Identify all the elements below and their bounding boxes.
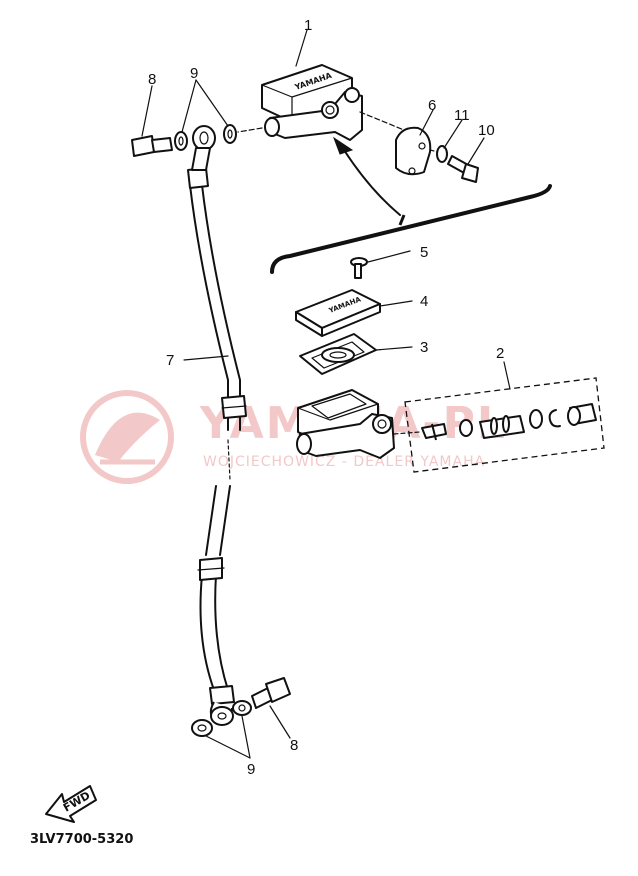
banjo-fitting-top[interactable] [191, 125, 216, 171]
diagram-part-code: 3LV7700-5320 [30, 832, 133, 847]
reservoir-cap-part-4[interactable]: YAMAHA [295, 289, 381, 337]
callout-9-bottom: 9 [247, 761, 255, 778]
banjo-fitting-bottom[interactable] [210, 706, 234, 726]
callout-6: 6 [428, 97, 436, 114]
piston-kit-part-2[interactable] [404, 377, 605, 473]
callout-9-top: 9 [190, 65, 198, 82]
union-bolt-top-part-8[interactable] [131, 135, 173, 157]
washer-part-11[interactable] [436, 145, 448, 163]
leader-lines [141, 29, 485, 759]
callout-8-bottom: 8 [290, 737, 298, 754]
master-cylinder-holder[interactable] [395, 126, 432, 176]
callout-3: 3 [420, 339, 428, 356]
callout-8-top: 8 [148, 71, 156, 88]
callout-7: 7 [166, 352, 174, 369]
copper-washer-top-a[interactable] [174, 131, 188, 151]
copper-washer-bottom-a[interactable] [191, 719, 213, 737]
watermark-sub-text: WOJCIECHOWICZ - DEALER YAMAHA [203, 454, 485, 470]
callout-labels: 1 2 3 4 5 6 7 8 8 9 9 10 11 [148, 17, 504, 778]
callout-5: 5 [420, 244, 428, 261]
copper-washer-bottom-b[interactable] [232, 700, 252, 716]
screw-part-5[interactable] [350, 257, 368, 279]
callout-10: 10 [478, 122, 495, 139]
master-cylinder-assembled[interactable]: YAMAHA [261, 64, 363, 141]
callout-11: 11 [454, 107, 470, 124]
union-bolt-bottom-part-8[interactable] [251, 677, 291, 709]
callout-1: 1 [304, 17, 312, 34]
callout-2: 2 [496, 345, 504, 362]
brake-hose-part-7[interactable] [187, 167, 247, 723]
fwd-arrow-icon: FWD [45, 785, 97, 823]
copper-washer-top-b[interactable] [223, 124, 237, 144]
diaphragm-part-3[interactable] [299, 333, 377, 375]
master-cylinder-body[interactable] [296, 389, 395, 459]
watermark-logo [80, 390, 174, 484]
callout-4: 4 [420, 293, 428, 310]
bolt-part-10[interactable] [447, 155, 479, 183]
